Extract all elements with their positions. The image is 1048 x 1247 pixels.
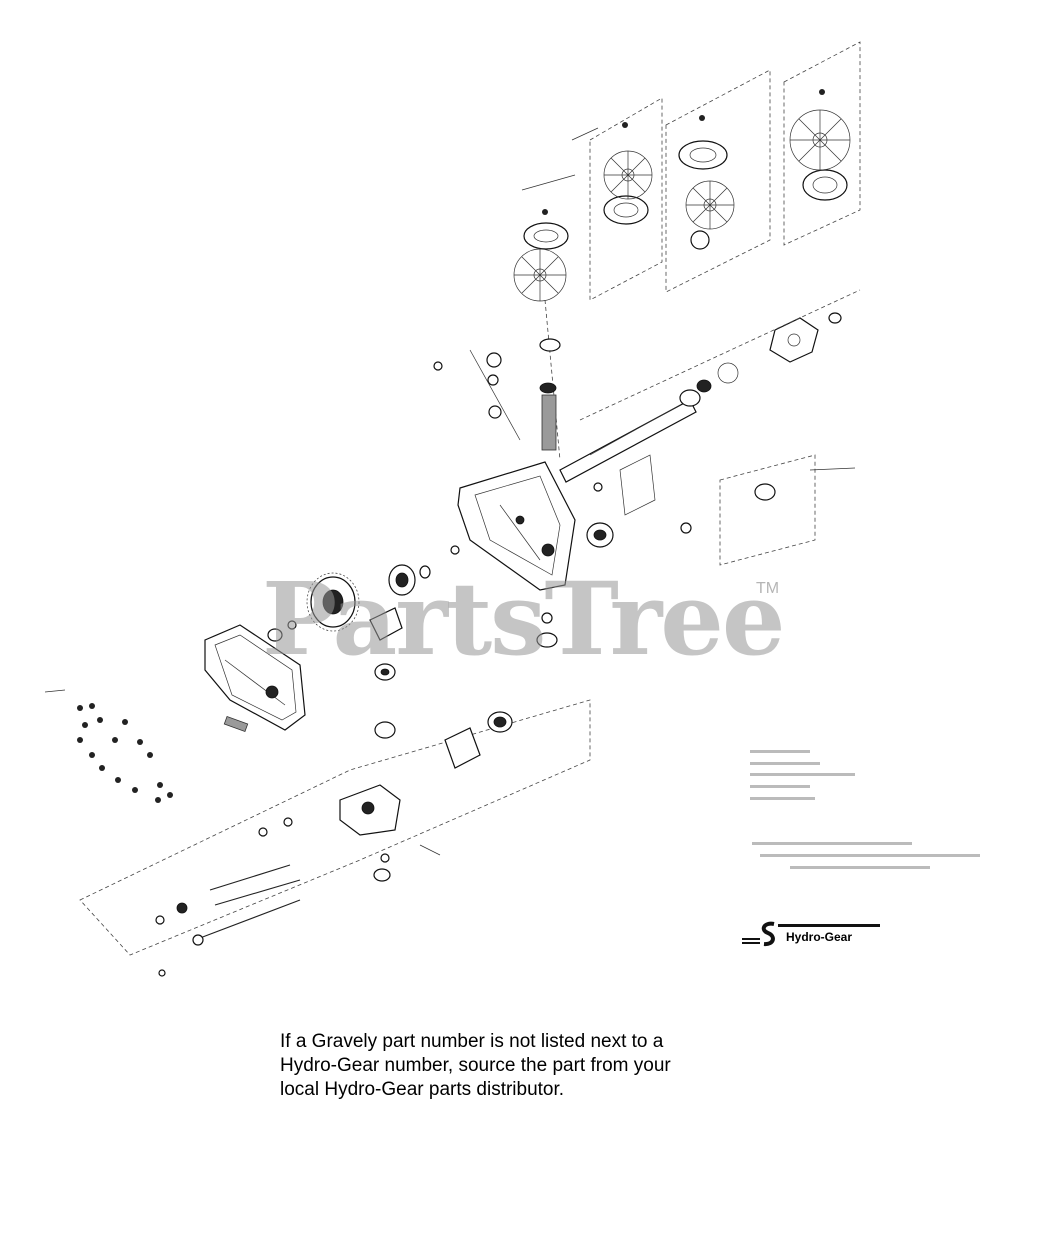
pump-motor-assembly — [79, 699, 591, 977]
side-cover — [204, 620, 306, 733]
axle-shaft-assembly — [559, 289, 861, 483]
hydro-gear-logo — [742, 921, 880, 947]
watermark: PartsTree — [262, 560, 786, 678]
trademark-symbol: TM — [756, 580, 780, 597]
legend-block — [750, 750, 980, 869]
hydro-gear-logo-text: Hydro-Gear — [786, 930, 853, 944]
input-shaft-assembly — [433, 299, 561, 461]
note-line: local Hydro-Gear parts distributor. — [280, 1079, 565, 1100]
parts-sourcing-note: If a Gravely part number is not listed n… — [280, 1030, 750, 1102]
main-housing — [457, 454, 856, 591]
gear-train — [306, 545, 558, 681]
note-line: If a Gravely part number is not listed n… — [280, 1031, 664, 1052]
note-line: Hydro-Gear number, source the part from … — [280, 1055, 671, 1076]
fastener-column — [44, 689, 173, 803]
fan-pulley-options — [513, 41, 861, 302]
